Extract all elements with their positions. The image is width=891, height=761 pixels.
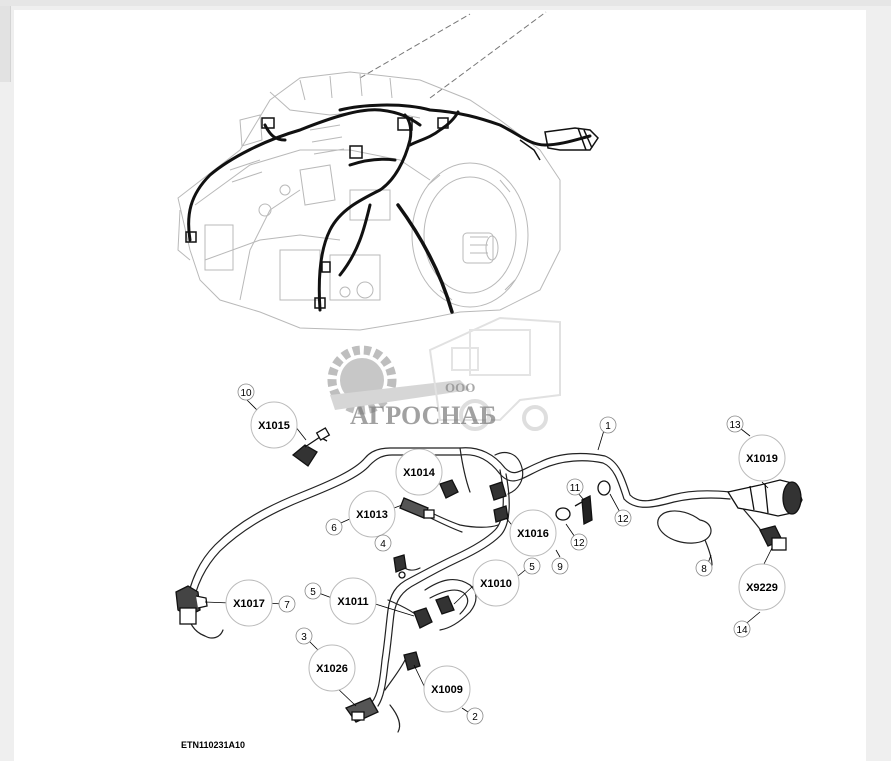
item-num-8: 8 [701, 564, 707, 575]
item-number-bubbles [237, 383, 751, 725]
watermark-line2: АГРОСНАБ [350, 401, 497, 430]
svg-text:X1011: X1011 [337, 596, 368, 608]
item-num-3: 3 [301, 632, 307, 643]
connector-x1014 [439, 479, 507, 501]
callout-x1026: X1026 [308, 644, 356, 692]
callout-x1013: X1013 [348, 490, 396, 538]
callout-x1015: X1015 [250, 401, 298, 449]
callout-x1014: X1014 [395, 448, 443, 496]
item-num-12b: 12 [617, 514, 629, 525]
connector-x9229 [759, 525, 787, 551]
watermark-logo [327, 316, 561, 431]
item-num-14: 14 [736, 625, 748, 636]
connector-x1015 [291, 427, 331, 467]
connector-item4 [393, 554, 407, 579]
connector-x1010 [435, 595, 455, 615]
svg-text:X1014: X1014 [403, 467, 436, 479]
callouts: X1015 X1014 X1013 X1016 X1017 X1011 X101… [225, 401, 786, 713]
callout-x1019: X1019 [738, 434, 786, 482]
svg-text:X1010: X1010 [480, 578, 512, 590]
harness-connectors [175, 427, 803, 723]
clip-items [555, 480, 611, 526]
svg-text:X1019: X1019 [746, 453, 778, 465]
item-num-9: 9 [557, 562, 563, 573]
item-numbers: 10 6 9 7 5 5 3 2 13 14 1 4 8 11 12 12 [240, 388, 748, 723]
item-num-1: 1 [605, 421, 611, 432]
item-num-12a: 12 [573, 538, 585, 549]
connector-x1019 [726, 479, 803, 517]
item-num-5a: 5 [310, 587, 316, 598]
item-num-11: 11 [570, 483, 581, 494]
svg-text:X1016: X1016 [517, 528, 549, 540]
watermark-line1: ООО [445, 380, 475, 395]
figure-id: ETN110231A10 [181, 740, 245, 750]
callout-x1016: X1016 [509, 509, 557, 557]
connector-x1017 [175, 585, 208, 625]
svg-text:X1017: X1017 [233, 598, 265, 610]
engine-illustration [177, 11, 561, 331]
svg-text:X1013: X1013 [356, 509, 388, 521]
svg-text:X1026: X1026 [316, 663, 348, 675]
svg-text:X1009: X1009 [431, 684, 463, 696]
connector-x1013 [399, 497, 435, 519]
callout-x1009: X1009 [423, 665, 471, 713]
engine-connectors [185, 117, 599, 309]
item-num-7: 7 [284, 600, 290, 611]
connector-x1016 [493, 505, 509, 523]
callout-x1017: X1017 [225, 579, 273, 627]
side-panel-edge [0, 6, 11, 82]
connector-x1009 [403, 651, 421, 671]
item-num-13: 13 [729, 420, 741, 431]
callout-x1011: X1011 [329, 577, 377, 625]
connector-x1011 [413, 607, 433, 629]
svg-text:X1015: X1015 [258, 420, 290, 432]
leader-lines [204, 399, 773, 717]
connector-x1026 [344, 697, 379, 723]
top-bar [0, 0, 891, 6]
item-num-2: 2 [472, 712, 478, 723]
item-num-10: 10 [240, 388, 252, 399]
item-num-6: 6 [331, 523, 337, 534]
svg-text:X9229: X9229 [746, 582, 778, 594]
item-num-5b: 5 [529, 562, 535, 573]
callout-x1010: X1010 [472, 559, 520, 607]
main-harness [184, 447, 763, 733]
callout-x9229: X9229 [738, 563, 786, 611]
item-num-4: 4 [380, 539, 386, 550]
